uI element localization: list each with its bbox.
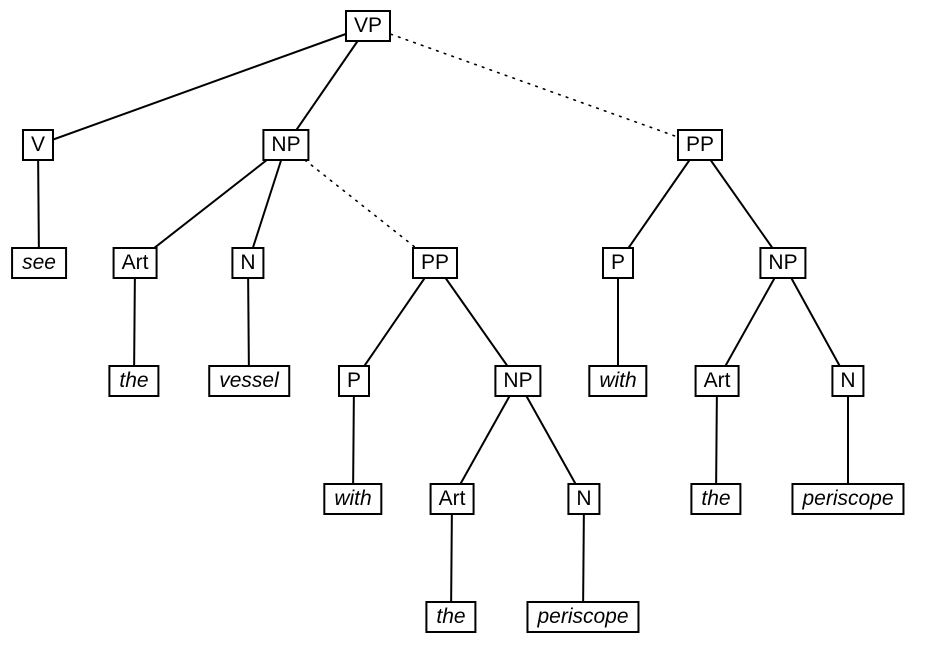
edge-vp-v <box>37 25 369 146</box>
node-np-object: NP <box>262 129 310 161</box>
edge-pp-mid-p-mid <box>353 262 436 382</box>
edge-n-left-vessel <box>247 262 250 382</box>
node-art-left: Art <box>112 247 158 279</box>
node-v: V <box>21 129 55 161</box>
node-art-right: Art <box>694 365 740 397</box>
edge-np-mid-art-mid <box>451 380 519 500</box>
edge-pp-right-np-right <box>699 144 784 264</box>
edge-vp-np-obj <box>285 25 369 146</box>
node-p-right: P <box>601 247 635 279</box>
leaf-with-right: with <box>588 365 648 397</box>
leaf-with-mid: with <box>323 483 383 515</box>
leaf-the-left: the <box>108 365 160 397</box>
node-np-right: NP <box>759 247 807 279</box>
edge-p-mid-with-mid <box>352 380 355 500</box>
node-art-mid: Art <box>429 483 475 515</box>
leaf-the-mid: the <box>425 601 477 633</box>
edge-pp-mid-np-mid <box>434 262 519 382</box>
leaf-the-right: the <box>690 483 742 515</box>
edge-art-right-the-right <box>715 380 718 500</box>
node-n-left: N <box>231 247 265 279</box>
leaf-vessel: vessel <box>208 365 290 397</box>
edge-np-right-n-right <box>782 262 849 382</box>
leaf-periscope-right: periscope <box>791 483 905 515</box>
node-p-mid: P <box>337 365 371 397</box>
edge-np-mid-n-mid <box>517 380 585 500</box>
edge-np-right-art-right <box>716 262 784 382</box>
edge-n-mid-periscope-mid <box>582 498 585 618</box>
edge-np-obj-pp-mid <box>285 144 436 264</box>
edge-art-mid-the-mid <box>450 498 453 618</box>
node-np-mid: NP <box>494 365 542 397</box>
edge-pp-right-p-right <box>617 144 701 264</box>
edge-vp-pp-right <box>367 25 701 146</box>
edge-v-see <box>37 144 40 264</box>
node-pp-right: PP <box>676 129 724 161</box>
node-pp-mid: PP <box>411 247 459 279</box>
edge-art-left-the-left <box>133 262 136 382</box>
edge-np-obj-art-left <box>134 144 287 264</box>
edge-np-obj-n-left <box>247 144 287 264</box>
leaf-periscope-mid: periscope <box>526 601 640 633</box>
node-n-right: N <box>831 365 865 397</box>
node-n-mid: N <box>567 483 601 515</box>
leaf-see: see <box>11 247 67 279</box>
node-vp: VP <box>344 10 392 42</box>
